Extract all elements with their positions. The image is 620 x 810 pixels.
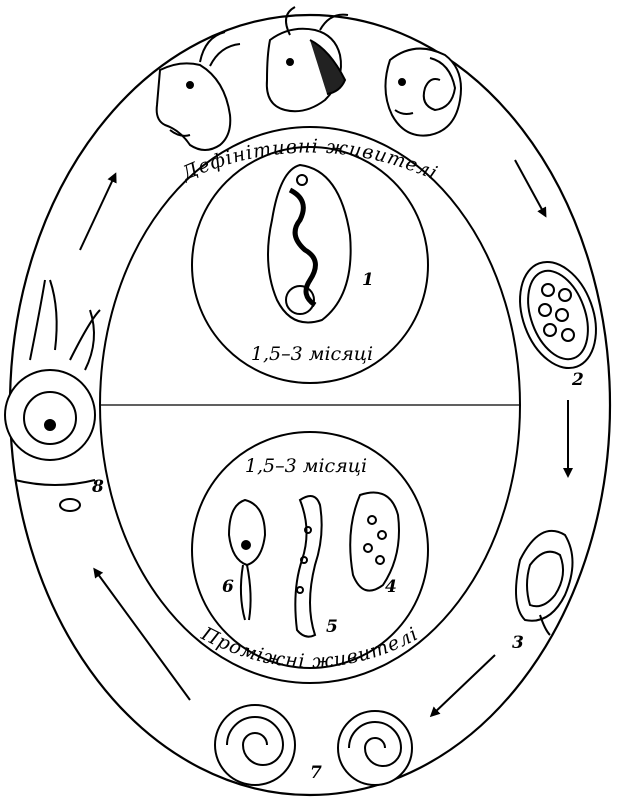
- cycle-arrows: [79, 159, 573, 718]
- sporocyst-icon: [349, 491, 400, 592]
- stage-number-5: 5: [326, 617, 338, 637]
- adolescaria-on-grass-icon: [4, 279, 101, 512]
- lower-stage-circle: [191, 431, 429, 669]
- snail-icon: [214, 704, 413, 786]
- stage-number-1: 1: [362, 270, 374, 290]
- cow-head-icon: [265, 6, 349, 113]
- arrow-miracidium-to-snail: [429, 654, 496, 718]
- cercaria-icon: [227, 498, 267, 621]
- stage-number-8: 8: [91, 477, 104, 497]
- redia-icon: [294, 495, 323, 638]
- upper-duration-label: 1,5–3 місяці: [251, 343, 373, 365]
- stage-number-3: 3: [512, 633, 524, 653]
- stage-number-6: 6: [222, 577, 234, 597]
- stage-number-2: 2: [571, 370, 584, 390]
- upper-stage-circle: [191, 146, 429, 384]
- adult-fluke-icon: [267, 163, 352, 324]
- arrow-adolescaria-to-hosts: [79, 172, 117, 251]
- stage-number-4: 4: [385, 577, 397, 597]
- stage-number-7: 7: [310, 763, 322, 783]
- goat-head-icon: [155, 31, 241, 151]
- miracidium-icon: [515, 530, 574, 636]
- arrow-snail-to-adolescaria: [93, 567, 191, 701]
- arrow-hosts-to-egg: [514, 159, 547, 218]
- egg-icon: [519, 260, 597, 370]
- sheep-head-icon: [384, 47, 462, 137]
- lower-duration-label: 1,5–3 місяці: [245, 455, 367, 477]
